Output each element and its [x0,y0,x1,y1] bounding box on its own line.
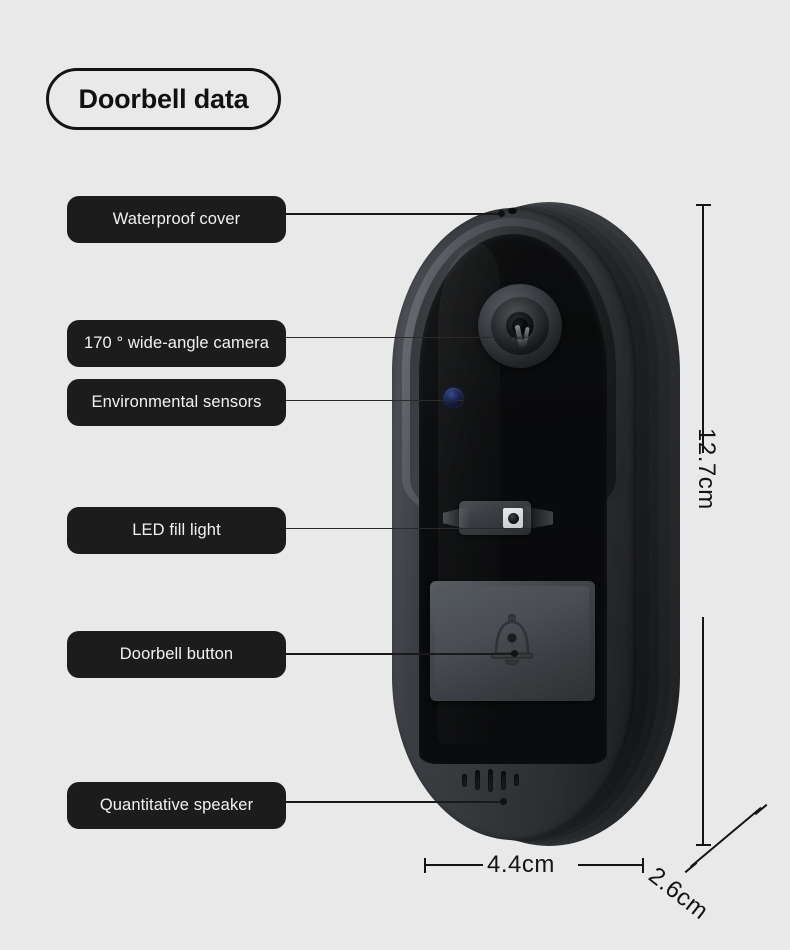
dim-depth-line [690,806,762,868]
dim-height-line-lower [702,617,704,845]
callout-waterproof-cover[interactable]: Waterproof cover [67,196,286,243]
callout-quantitative-speaker[interactable]: Quantitative speaker [67,782,286,829]
led-fill-light-icon [443,501,553,535]
dim-width-line-left [425,864,483,866]
dim-height-cap-bottom [696,844,711,846]
leader-line-led-fill-light [286,528,531,530]
leader-endpoint-quantitative-speaker [500,798,507,805]
speaker-slot-2 [475,770,480,790]
leader-line-wide-angle-camera [286,337,528,339]
callout-label-doorbell-button: Doorbell button [119,645,234,663]
leader-line-environmental-sensors [286,400,464,402]
dim-depth-label: 2.6cm [643,862,714,926]
dim-height-label: 12.7cm [693,428,720,510]
callout-wide-angle-camera[interactable]: 170 ° wide-angle camera [67,320,286,367]
speaker-slot-3 [488,768,493,792]
bell-icon [490,613,534,666]
callout-label-wide-angle-camera: 170 ° wide-angle camera [83,334,269,352]
callout-label-waterproof-cover: Waterproof cover [112,210,241,228]
camera-lens-icon [478,284,562,368]
leader-line-waterproof-cover [286,213,502,215]
callout-label-quantitative-speaker: Quantitative speaker [99,796,254,814]
page-title: Doorbell data [78,83,249,114]
led-chip [503,508,523,528]
doorbell-button-face[interactable] [435,586,589,694]
leader-endpoint-doorbell-button [511,650,518,657]
leader-endpoint-waterproof-cover [498,210,505,217]
environmental-sensor-icon [444,388,463,407]
microphone-pinhole-icon [508,208,517,214]
dim-width-cap-right [642,858,644,873]
callout-label-environmental-sensors: Environmental sensors [91,393,262,411]
speaker-slot-1 [462,773,467,787]
speaker-slot-5 [514,774,519,786]
leader-line-quantitative-speaker [286,801,504,803]
dim-width-label: 4.4cm [487,851,555,878]
dim-width-line-right [578,864,643,866]
callout-doorbell-button[interactable]: Doorbell button [67,631,286,678]
doorbell-button-bezel[interactable] [430,581,595,701]
dim-height-line-upper [702,205,704,453]
leader-line-doorbell-button [286,653,515,655]
speaker-slot-4 [501,770,506,790]
callout-label-led-fill-light: LED fill light [132,521,221,539]
speaker-grille-icon [462,768,526,792]
doorbell-device [392,198,692,850]
callout-environmental-sensors[interactable]: Environmental sensors [67,379,286,426]
callout-led-fill-light[interactable]: LED fill light [67,507,286,554]
page-title-pill: Doorbell data [46,68,281,130]
